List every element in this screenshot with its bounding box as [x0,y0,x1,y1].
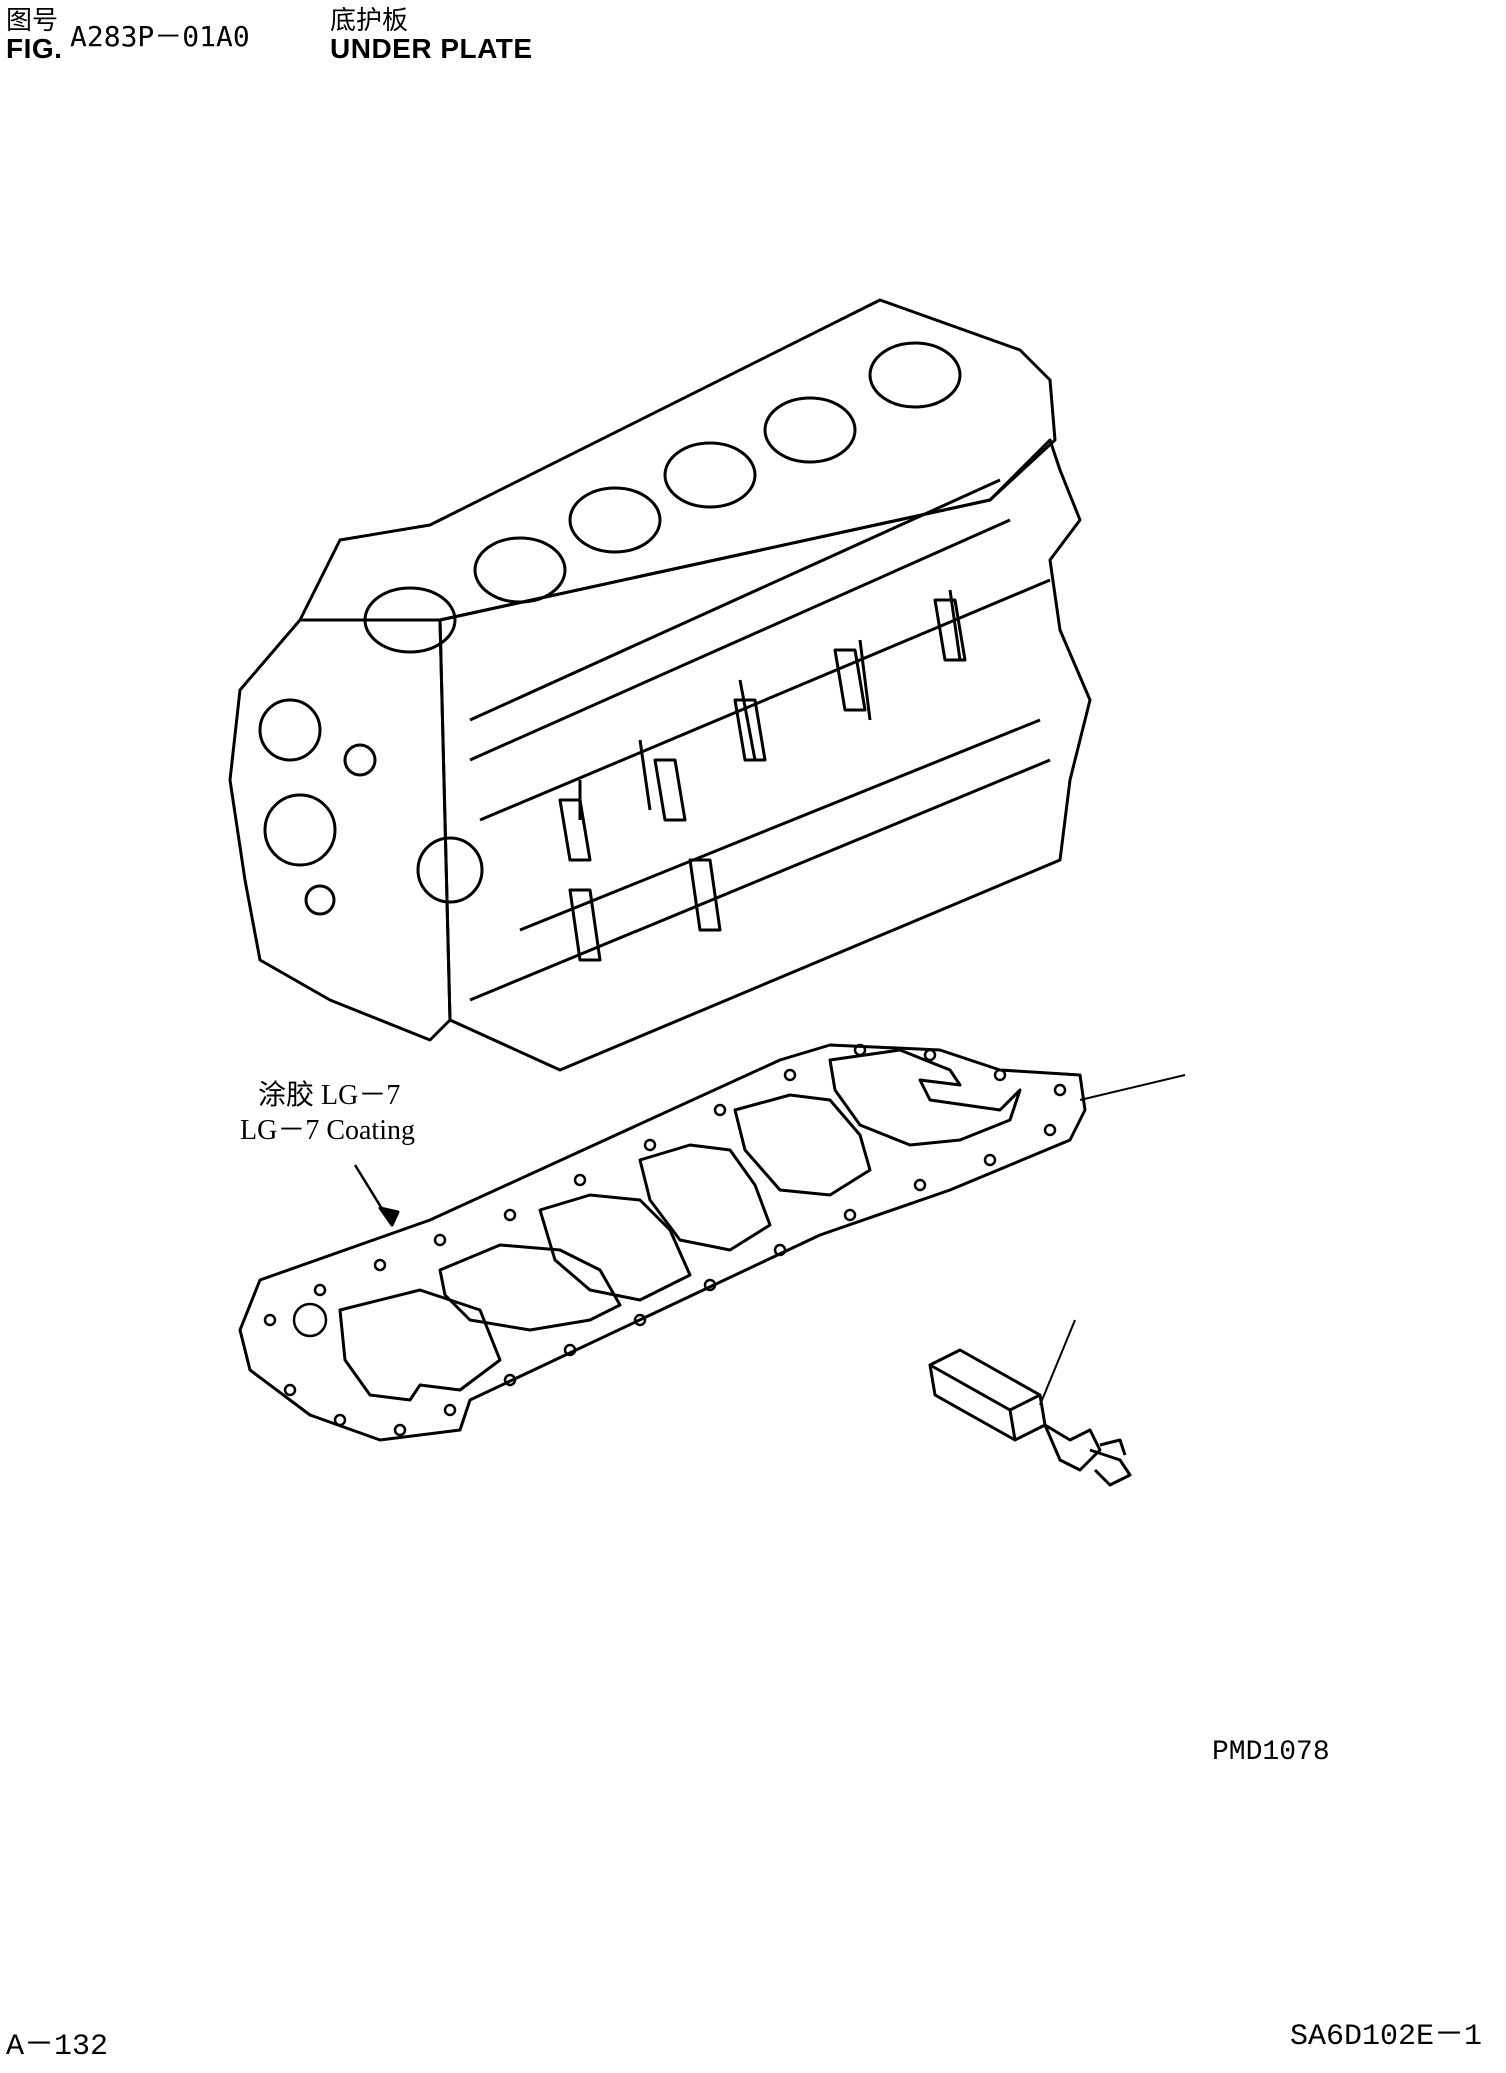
oil-strainer-tube [928,1319,1132,1487]
fig-label-cn: 图号 [6,5,59,35]
model-code: SA6D102E－1 [1290,2020,1483,2054]
coating-callout-en: LG－7 Coating [240,1115,415,1146]
fig-label-en: FIG. [6,33,63,64]
title-cn: 底护板 [330,5,409,35]
coating-callout-cn: 涂胶 LG－7 [258,1080,401,1111]
title-en: UNDER PLATE [330,33,533,64]
engine-block [228,298,1092,1072]
fig-number: A283P－01A0 [70,20,250,53]
under-plate [238,1043,1186,1442]
coating-arrow [353,1164,400,1227]
drawing-code: PMD1078 [1212,1737,1330,1768]
page-number: A－132 [6,2030,109,2064]
